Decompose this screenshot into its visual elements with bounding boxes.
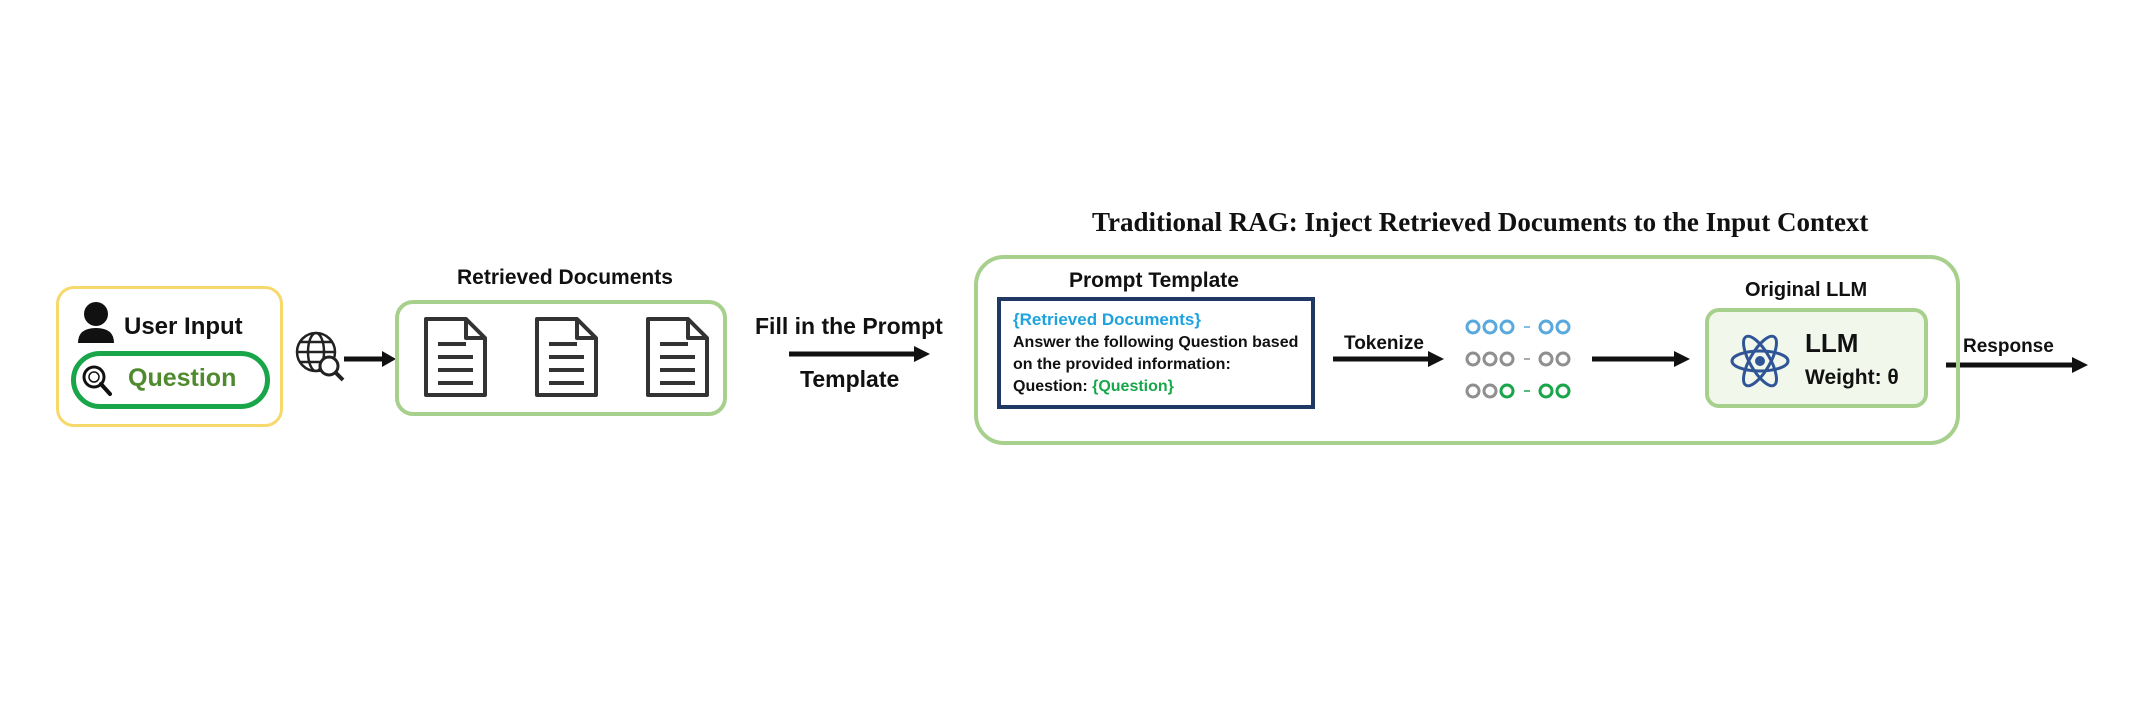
llm-box: LLM Weight: θ bbox=[1705, 308, 1928, 408]
user-input-label: User Input bbox=[124, 313, 243, 340]
question-prefix: Question: bbox=[1013, 378, 1093, 395]
document-icon bbox=[535, 317, 598, 397]
original-llm-label: Original LLM bbox=[1745, 279, 1868, 301]
user-icon bbox=[78, 302, 114, 343]
retrieved-documents-box bbox=[395, 300, 727, 416]
token-row bbox=[1465, 319, 1571, 335]
question-pill bbox=[71, 351, 270, 409]
prompt-template-label: Prompt Template bbox=[1069, 269, 1239, 292]
rag-container bbox=[974, 255, 1960, 445]
fill-step-line1: Fill in the Prompt bbox=[755, 313, 943, 339]
llm-name: LLM bbox=[1805, 328, 1859, 358]
prompt-line-2: on the provided information: bbox=[1013, 356, 1231, 373]
user-input-box bbox=[56, 286, 283, 427]
tokenize-label: Tokenize bbox=[1344, 333, 1424, 354]
retrieved-documents-label: Retrieved Documents bbox=[457, 266, 673, 289]
llm-weight: Weight: θ bbox=[1805, 366, 1899, 389]
token-grid bbox=[1465, 319, 1571, 399]
prompt-question-line: Question: {Question} bbox=[1013, 378, 1174, 396]
diagram-title: Traditional RAG: Inject Retrieved Docume… bbox=[1092, 207, 1869, 237]
arrows bbox=[344, 346, 2088, 373]
document-icon bbox=[424, 317, 487, 397]
document-icon bbox=[646, 317, 709, 397]
placeholder-retrieved-documents: {Retrieved Documents} bbox=[1013, 310, 1202, 329]
atom-icon bbox=[1730, 334, 1790, 388]
document-icons bbox=[424, 317, 709, 397]
web-search-icon bbox=[295, 331, 345, 382]
fill-step-line2: Template bbox=[800, 366, 900, 392]
token-row bbox=[1465, 351, 1571, 367]
prompt-template-box: {Retrieved Documents} Answer the followi… bbox=[997, 297, 1315, 409]
token-row bbox=[1465, 383, 1571, 399]
question-label: Question bbox=[128, 364, 237, 392]
prompt-line-1: Answer the following Question based bbox=[1013, 334, 1299, 351]
placeholder-question: {Question} bbox=[1092, 378, 1174, 395]
response-label: Response bbox=[1963, 336, 2054, 357]
